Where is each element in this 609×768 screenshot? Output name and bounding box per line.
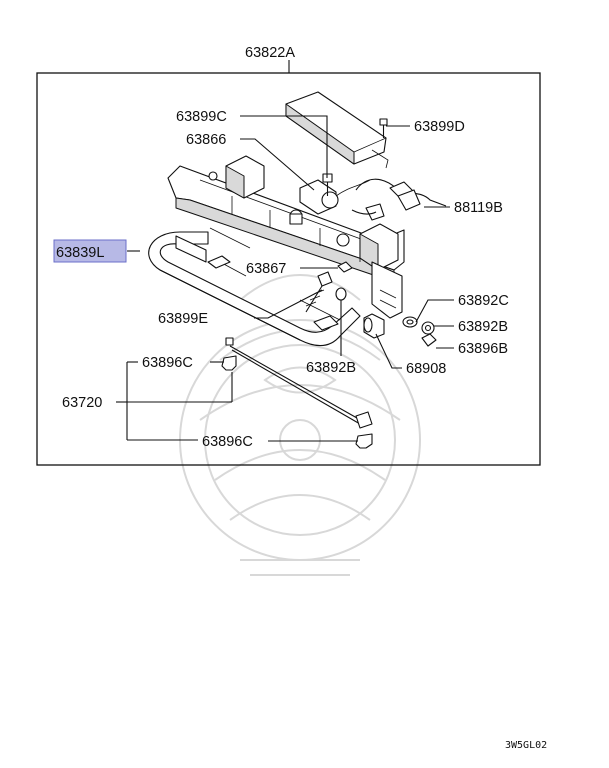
label-63896c-lower[interactable]: 63896C [202,434,253,450]
label-88119b[interactable]: 88119B [454,200,503,216]
watermark-emblem [179,274,421,576]
diagram-frame [36,72,541,466]
label-63867[interactable]: 63867 [246,261,286,277]
grommet-63896c-upper [221,355,237,371]
washer-63892c [402,316,418,328]
label-63892b-bottom[interactable]: 63892B [306,360,356,376]
label-63899d[interactable]: 63899D [414,119,465,135]
grommet-63896c-lower [355,433,373,449]
diagram-code: 3W5GL02 [505,740,547,751]
label-63892b-right[interactable]: 63892B [458,319,508,335]
label-63899e[interactable]: 63899E [158,311,208,327]
label-68908[interactable]: 68908 [406,361,446,377]
label-63720[interactable]: 63720 [62,395,102,411]
label-63892c[interactable]: 63892C [458,293,509,309]
label-63896c-upper[interactable]: 63896C [142,355,193,371]
nut-63892b-right [421,321,435,335]
label-63839l[interactable]: 63839L [56,245,104,261]
main-bracket [167,155,405,319]
sleeve-68908 [363,313,385,339]
label-63899c[interactable]: 63899C [176,109,227,125]
cover-part [285,91,389,169]
label-63822a[interactable]: 63822A [245,45,295,61]
label-63896b[interactable]: 63896B [458,341,508,357]
tube-63839l [148,227,361,347]
bolt-63899d [379,118,388,138]
rod-63720 [225,337,373,429]
harness-88119b [351,178,447,221]
nut-63892b-center [335,287,347,301]
leader-lines [116,115,454,442]
nut-63867 [337,261,353,273]
label-63866[interactable]: 63866 [186,132,226,148]
nut-63896b [421,333,437,347]
highlight-63839l-box [53,239,127,263]
